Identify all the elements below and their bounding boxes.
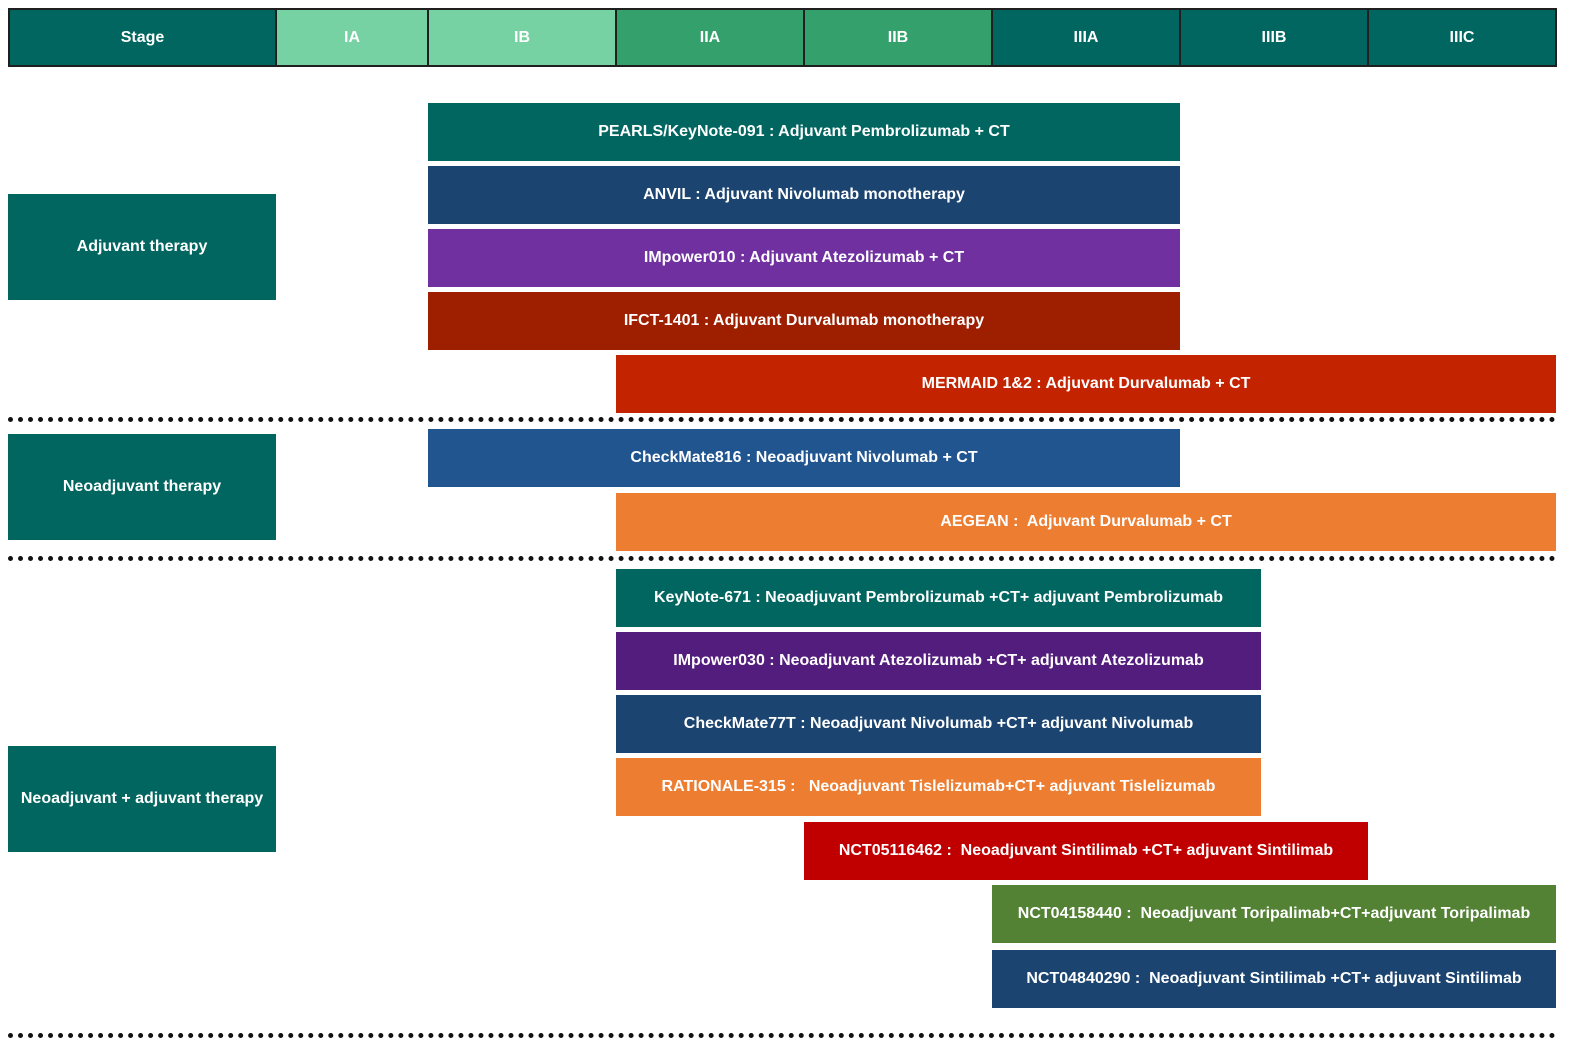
trial-bar-impower030: IMpower030 : Neoadjuvant Atezolizumab +C… (616, 632, 1261, 690)
trial-bar-rationale-315: RATIONALE-315 : Neoadjuvant Tislelizumab… (616, 758, 1261, 816)
trial-bar-ifct-1401: IFCT-1401 : Adjuvant Durvalumab monother… (428, 292, 1180, 350)
trial-bar-pearls: PEARLS/KeyNote-091 : Adjuvant Pembrolizu… (428, 103, 1180, 161)
trial-bar-nct04158440: NCT04158440 : Neoadjuvant Toripalimab+CT… (992, 885, 1556, 943)
trial-bar-impower010: IMpower010 : Adjuvant Atezolizumab + CT (428, 229, 1180, 287)
stage-iiib: IIIB (1180, 8, 1369, 67)
section-divider (8, 556, 1556, 561)
trial-bar-nct05116462: NCT05116462 : Neoadjuvant Sintilimab +CT… (804, 822, 1368, 880)
trial-bar-keynote-671: KeyNote-671 : Neoadjuvant Pembrolizumab … (616, 569, 1261, 627)
section-divider (8, 417, 1556, 422)
stage-header-label: Stage (8, 8, 277, 67)
stage-iib: IIB (804, 8, 993, 67)
trial-bar-nct04840290: NCT04840290 : Neoadjuvant Sintilimab +CT… (992, 950, 1556, 1008)
stage-iiia: IIIA (992, 8, 1181, 67)
trial-bar-checkmate816: CheckMate816 : Neoadjuvant Nivolumab + C… (428, 429, 1180, 487)
section-label-adjuvant: Adjuvant therapy (8, 194, 276, 300)
trial-bar-mermaid: MERMAID 1&2 : Adjuvant Durvalumab + CT (616, 355, 1556, 413)
trial-bar-checkmate77t: CheckMate77T : Neoadjuvant Nivolumab +CT… (616, 695, 1261, 753)
section-label-perioperative: Neoadjuvant + adjuvant therapy (8, 746, 276, 852)
stage-ia: IA (276, 8, 429, 67)
trial-bar-anvil: ANVIL : Adjuvant Nivolumab monotherapy (428, 166, 1180, 224)
section-divider (8, 1033, 1556, 1038)
stage-iia: IIA (616, 8, 805, 67)
stage-iiic: IIIC (1368, 8, 1557, 67)
trial-bar-aegean: AEGEAN : Adjuvant Durvalumab + CT (616, 493, 1556, 551)
stage-ib: IB (428, 8, 617, 67)
section-label-neoadjuvant: Neoadjuvant therapy (8, 434, 276, 540)
